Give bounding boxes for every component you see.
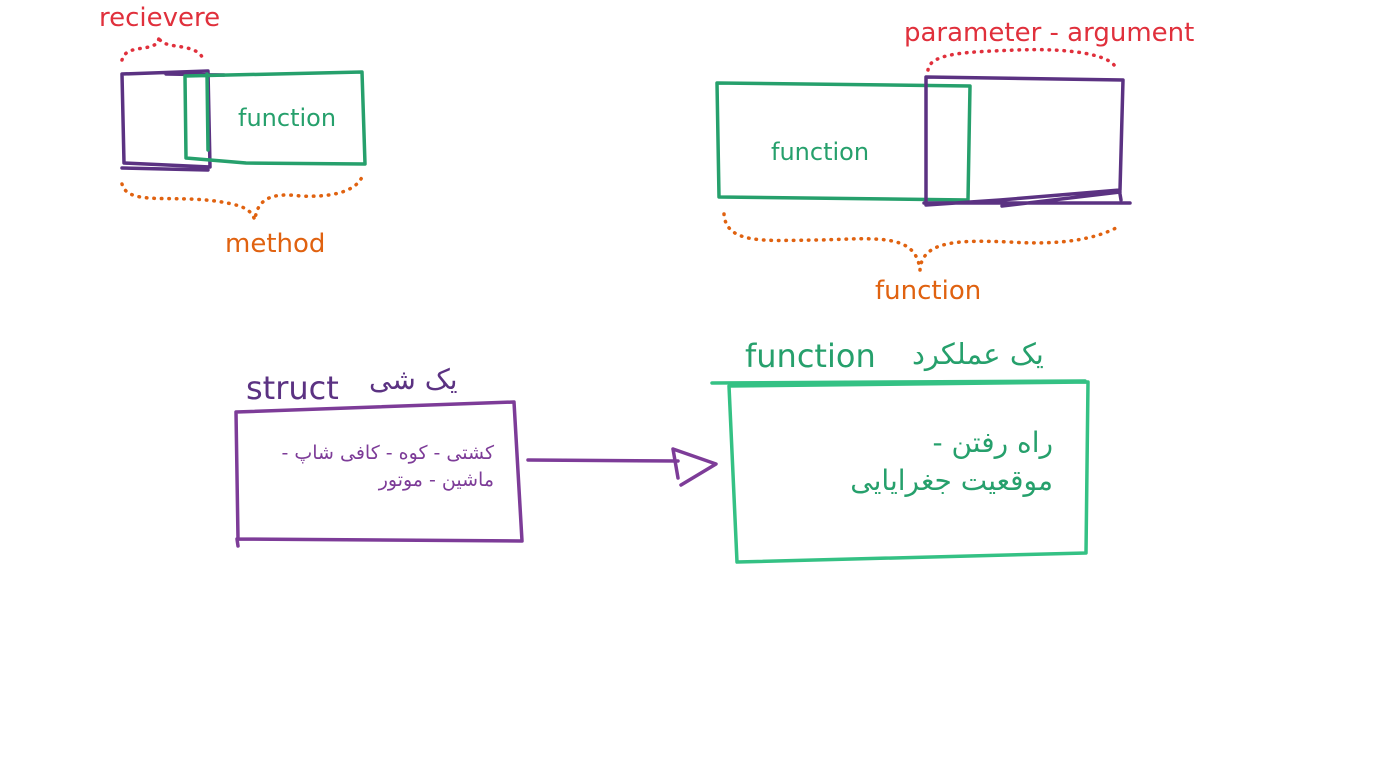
arrow-head xyxy=(671,447,718,487)
parameter-box xyxy=(922,75,1132,208)
receiver-label: recievere xyxy=(99,3,221,33)
function-brace-label: function xyxy=(875,276,982,306)
struct-examples-line-1: کشتی - کوه - کافی شاپ - xyxy=(281,442,494,464)
method-brace xyxy=(120,172,365,222)
parameter-brace xyxy=(926,47,1118,72)
function-box-label: function xyxy=(771,138,870,166)
receiver-brace xyxy=(120,32,206,64)
behavior-function-title-fa: یک عملکرد xyxy=(912,337,1044,371)
behavior-examples-line-2: موقعیت جغرایایی xyxy=(850,464,1053,497)
method-function-box xyxy=(183,70,367,166)
struct-examples-line-2: ماشین - موتور xyxy=(378,469,494,491)
struct-title-fa: یک شی xyxy=(369,363,458,396)
behavior-function-title: function xyxy=(745,337,876,375)
struct-box xyxy=(234,400,524,548)
behavior-function-box xyxy=(727,380,1090,564)
arrow-shaft xyxy=(526,458,680,463)
parameter-argument-label: parameter - argument xyxy=(904,18,1195,48)
behavior-examples: راه رفتن - موقعیت جغرایایی xyxy=(850,424,1053,500)
method-label: method xyxy=(225,229,326,259)
struct-title: struct xyxy=(246,369,339,407)
function-brace xyxy=(722,212,1118,272)
method-function-label: function xyxy=(238,104,337,132)
struct-examples: کشتی - کوه - کافی شاپ - ماشین - موتور xyxy=(281,440,494,494)
behavior-examples-line-1: راه رفتن - xyxy=(932,426,1053,459)
function-box xyxy=(715,81,972,202)
